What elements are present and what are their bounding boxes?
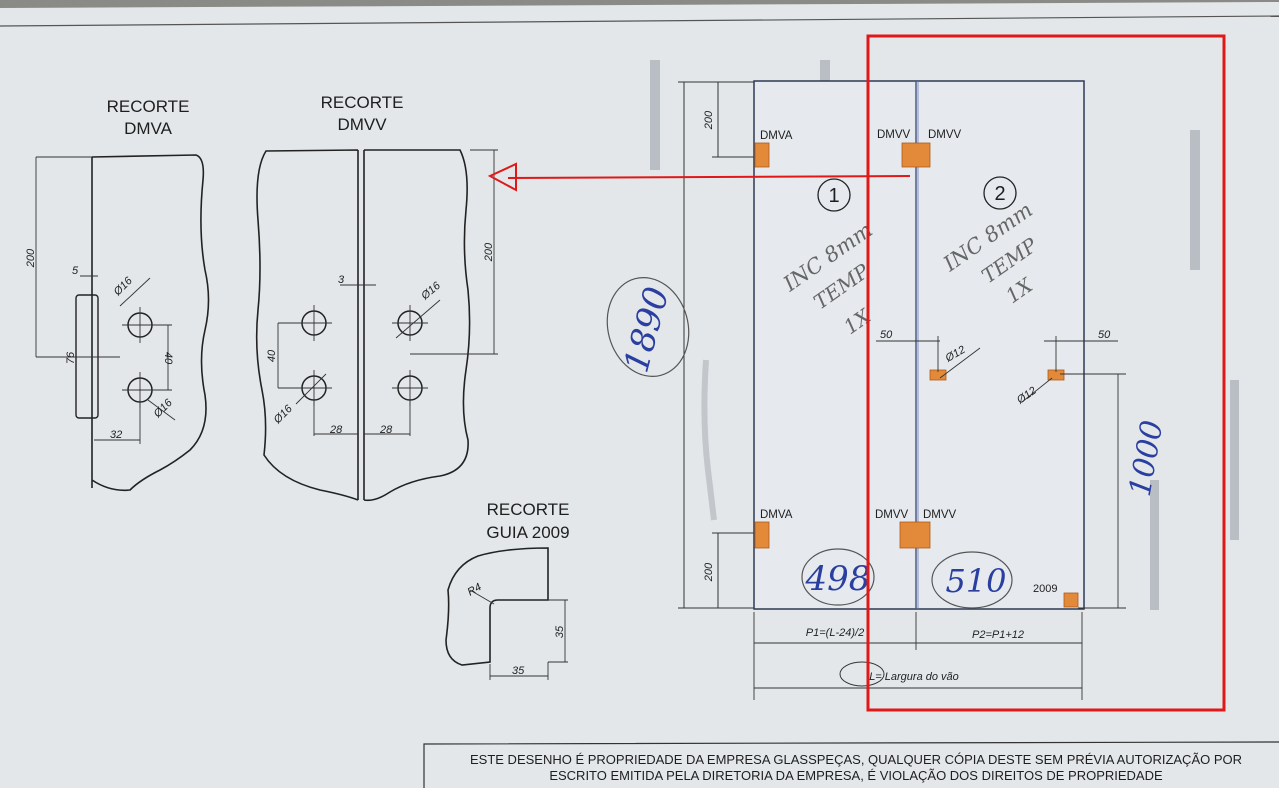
guia-title-line2: GUIA 2009	[486, 523, 569, 542]
width-dim-p2: P2=P1+12	[972, 629, 1024, 641]
sheet-top-border	[0, 15, 1279, 27]
width-dim-p1: P1=(L-24)/2	[806, 627, 864, 639]
dmva-dim-200: 200	[25, 248, 37, 268]
dmvv-top-block	[901, 142, 931, 168]
dmvv-right-outline	[363, 149, 471, 502]
elevation-dim-200-bottom: 200	[703, 562, 715, 582]
panel2-number-circle	[983, 176, 1017, 210]
label-dmvv-top-right: DMVV	[928, 129, 962, 141]
footer-line1: ESTE DESENHO É PROPRIEDADE DA EMPRESA GL…	[470, 752, 1242, 767]
label-dmva-top: DMVA	[760, 130, 793, 142]
label-dmvv-top-left: DMVV	[877, 129, 911, 141]
pencil-shading	[701, 359, 717, 521]
dmvv-bottom-block	[899, 521, 931, 549]
dmvv-dim-40: 40	[266, 349, 278, 362]
dmva-dim-40: 40	[162, 352, 174, 365]
handwritten-510: 510	[945, 562, 1006, 600]
elevation-view: 200 200 1 2 DMVA DMVA DMVV DMVV DMVV DMV…	[678, 80, 1126, 700]
red-arrow-line	[507, 175, 911, 179]
panel2-number: 2	[994, 183, 1005, 205]
dmva-dim-76: 76	[65, 351, 77, 364]
red-highlight-box	[866, 34, 1226, 712]
hinge-dim-50-right: 50	[1098, 329, 1111, 341]
dmvv-title-line2: DMVV	[337, 115, 387, 134]
dmvv-title-line1: RECORTE	[321, 93, 404, 112]
red-arrow-head-icon	[487, 162, 517, 192]
elevation-dim-200-top: 200	[703, 110, 715, 130]
dmva-title-line1: RECORTE	[107, 97, 190, 116]
guia-block	[1063, 592, 1079, 608]
dmvv-dim-3: 3	[338, 274, 345, 286]
panel1-number: 1	[828, 185, 839, 207]
dmvv-dim-200: 200	[483, 242, 495, 262]
guia-dim-35-horizontal: 35	[512, 665, 525, 677]
dmva-title-line2: DMVA	[124, 119, 173, 138]
dmvv-left-outline	[255, 149, 359, 501]
dmva-dim-32: 32	[110, 429, 122, 441]
label-dmvv-bottom-right: DMVV	[923, 509, 957, 521]
dmva-top-block	[754, 142, 770, 168]
footer-line2: ESCRITO EMITIDA PELA DIRETORIA DA EMPRES…	[549, 768, 1163, 783]
panel1-number-circle	[817, 178, 851, 212]
guia-outline	[445, 547, 549, 666]
handwritten-498: 498	[805, 559, 871, 599]
dmvv-dim-28-right: 28	[379, 424, 393, 436]
dmva-bottom-block	[754, 521, 770, 549]
title-block: ESTE DESENHO É PROPRIEDADE DA EMPRESA GL…	[423, 741, 1279, 788]
label-guia-2009: 2009	[1033, 583, 1057, 595]
dmva-slot	[75, 294, 99, 419]
dmva-dim-5: 5	[72, 265, 79, 277]
label-dmvv-bottom-left: DMVV	[875, 509, 909, 521]
width-dim-l: L= Largura do vão	[869, 671, 959, 683]
red-annotation	[487, 34, 1226, 712]
dmvv-dim-28-left: 28	[329, 424, 343, 436]
glass-panels-outline	[753, 80, 1085, 610]
guia-dim-35-vertical: 35	[554, 625, 566, 638]
guia-title-line1: RECORTE	[487, 500, 570, 519]
hinge-dim-50-left: 50	[880, 329, 893, 341]
dmva-outline	[91, 154, 210, 492]
label-dmva-bottom: DMVA	[760, 509, 793, 521]
